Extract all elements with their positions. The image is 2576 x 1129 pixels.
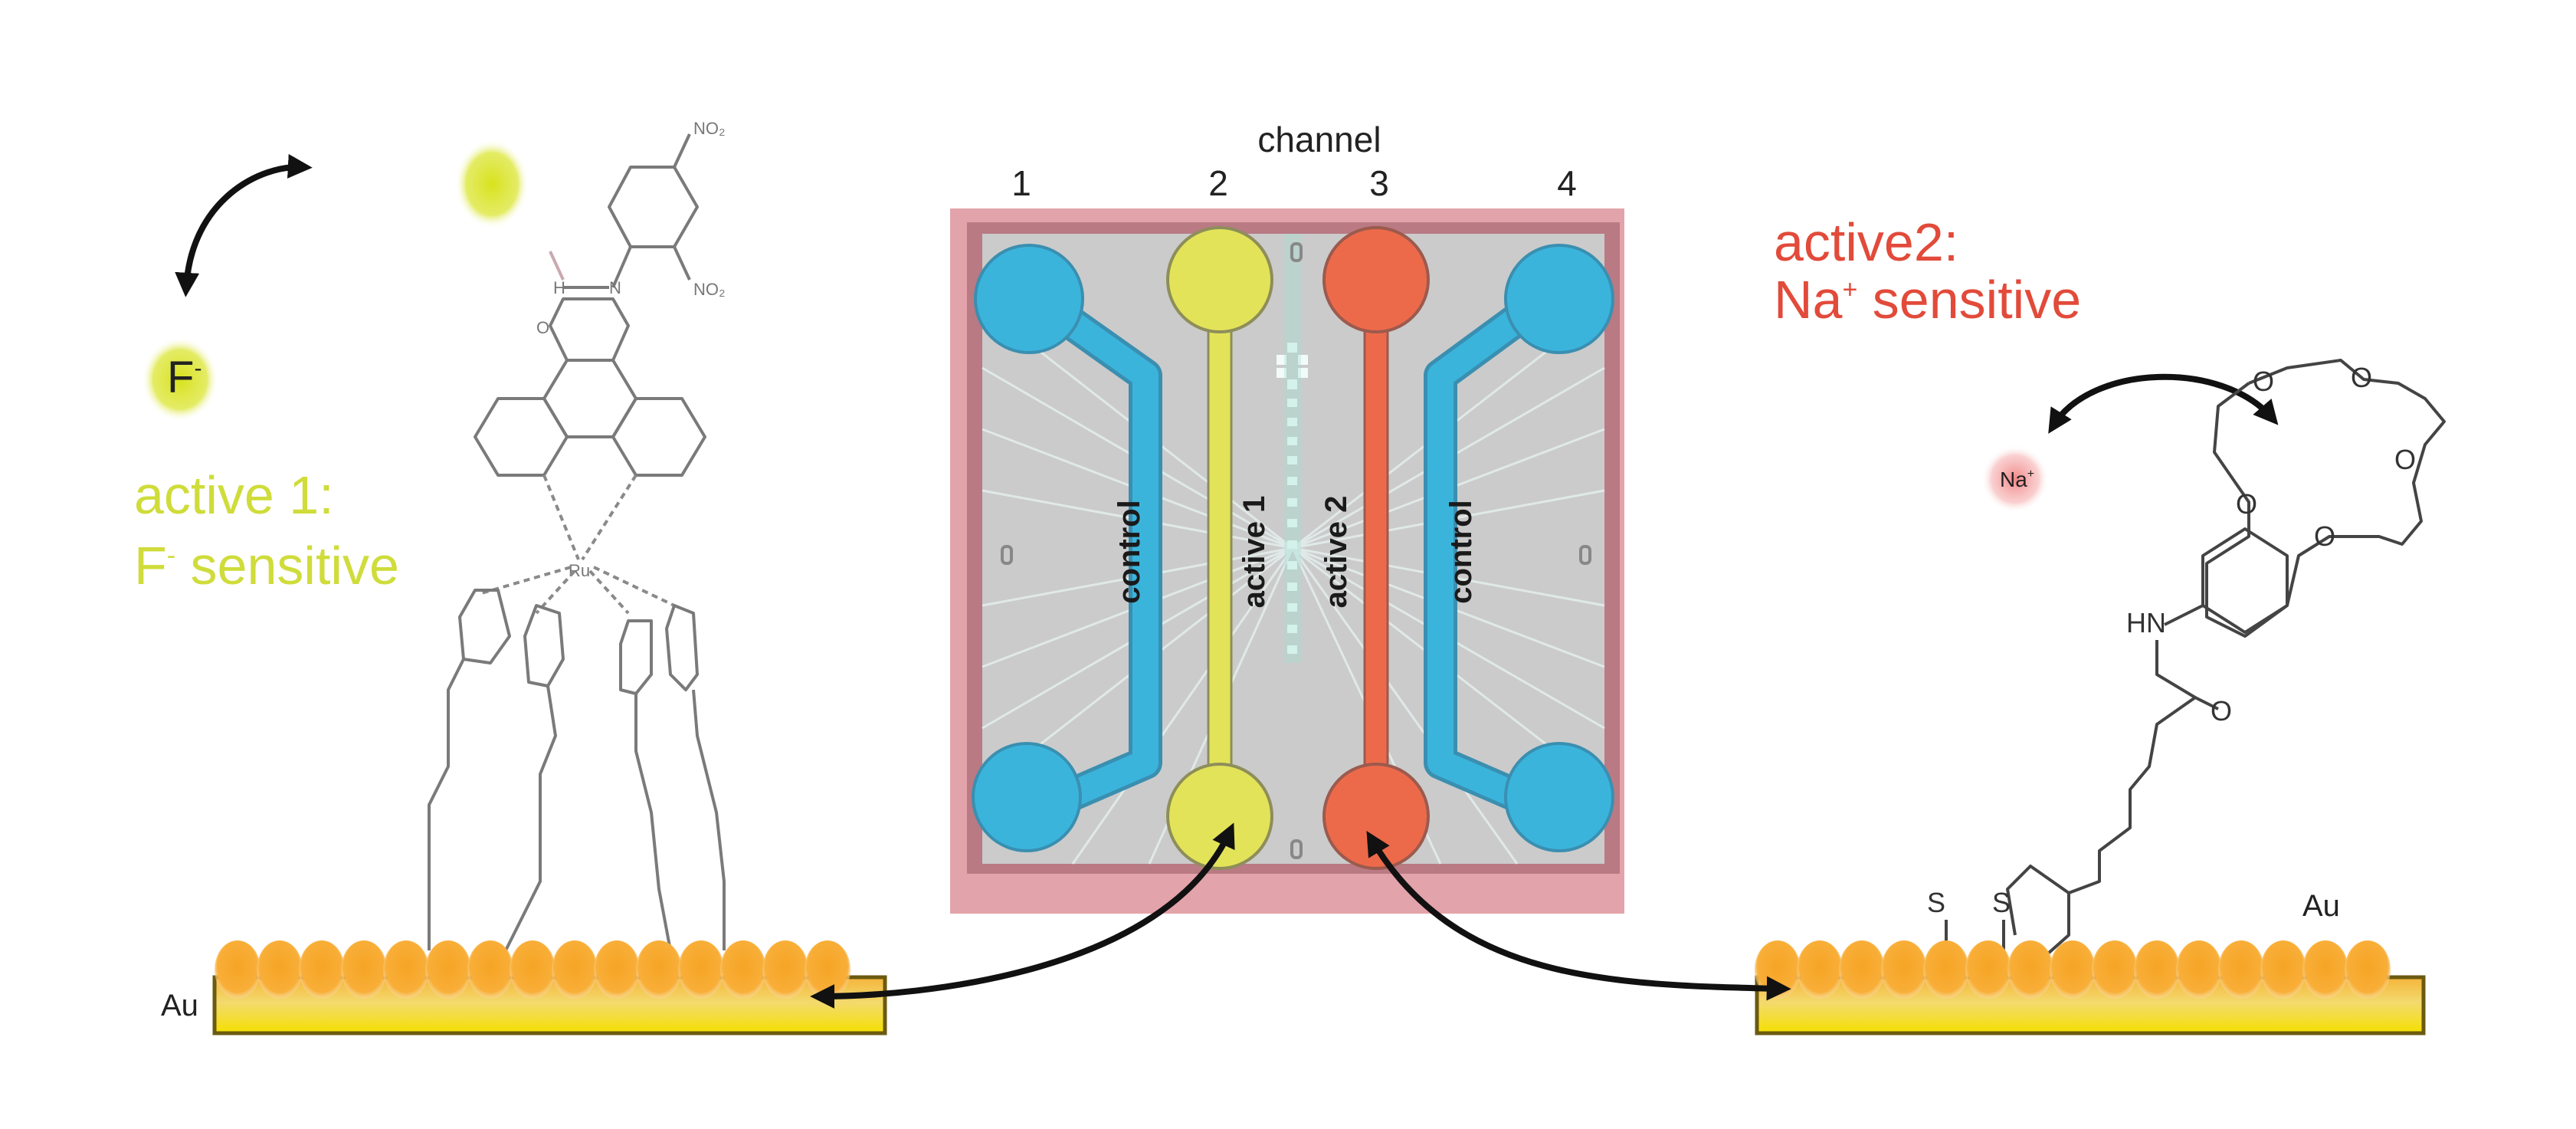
au-label-right: Au <box>2302 889 2340 923</box>
fluoride-ion-glow <box>142 337 218 422</box>
gold-substrate-right: Au <box>1755 889 2426 1035</box>
gold-bead <box>2050 940 2096 999</box>
alignment-mark-left <box>1001 545 1013 565</box>
channel-2-inlet[interactable] <box>1166 226 1273 333</box>
center-trace <box>1284 234 1301 663</box>
active2-title: active2: <box>1774 212 1958 272</box>
channel-4-outlet[interactable] <box>1504 742 1614 852</box>
gold-bead <box>2176 940 2222 999</box>
gold-substrate-left: Au <box>161 940 887 1035</box>
gold-bead <box>510 940 556 999</box>
carbonyl-o-label: O <box>2211 695 2232 727</box>
active2-subtitle: Na+ sensitive <box>1774 270 2081 330</box>
gold-bead <box>720 940 766 999</box>
channel-1-inlet[interactable] <box>974 244 1084 354</box>
nitrogen-label: N <box>609 278 621 297</box>
oxygen-label: O <box>536 318 549 337</box>
channel-3-inlet[interactable] <box>1322 226 1430 333</box>
nitro-label-top: NO₂ <box>693 119 726 138</box>
gold-beads-right <box>1755 940 2391 999</box>
alignment-mark-top <box>1290 242 1303 262</box>
ruthenium-label: Ru <box>569 561 590 580</box>
gold-bead <box>2218 940 2264 999</box>
channel-header: channel 1 2 3 4 <box>1011 120 1577 203</box>
gold-bead <box>2092 940 2138 999</box>
crown-o-1: O <box>2253 366 2274 397</box>
alignment-mark-right <box>1579 545 1591 565</box>
gold-bead <box>1923 940 1969 999</box>
gold-bead <box>383 940 429 999</box>
channel-number-4: 4 <box>1557 163 1577 203</box>
gold-bead <box>215 940 261 999</box>
gold-bead <box>552 940 598 999</box>
channel-3-outlet[interactable] <box>1322 763 1430 870</box>
amide-nh-label: HN <box>2126 607 2166 638</box>
active1-subtitle: F- sensitive <box>134 536 399 596</box>
gold-bead <box>2260 940 2306 999</box>
alignment-mark-bottom <box>1290 839 1303 859</box>
channel-4-control[interactable] <box>1424 244 1614 852</box>
active1-title: active 1: <box>134 465 334 525</box>
nitro-label-bottom: NO₂ <box>693 280 726 299</box>
channel-title: channel <box>1257 120 1381 159</box>
gold-bead <box>1797 940 1843 999</box>
microfluidic-chip: control active 1 active 2 control <box>950 208 1624 914</box>
gold-beads-left <box>215 940 850 999</box>
gold-bead <box>1839 940 1885 999</box>
gold-bead <box>299 940 345 999</box>
channel-1-outlet[interactable] <box>972 742 1082 852</box>
hydrogen-label: H <box>553 278 565 297</box>
au-label-left: Au <box>161 989 198 1022</box>
gold-bead <box>678 940 724 999</box>
arrow-active2-to-gold <box>1366 831 1791 1001</box>
gold-bead <box>425 940 471 999</box>
gold-bead <box>2007 940 2053 999</box>
crown-o-2: O <box>2351 362 2372 393</box>
chip-label-active2: active 2 <box>1319 496 1353 609</box>
sodium-ion-glow <box>1981 445 2049 513</box>
exchange-arrow-left <box>175 153 313 297</box>
gold-bead <box>257 940 303 999</box>
chip-label-control-left: control <box>1113 500 1146 604</box>
crown-o-4: O <box>2314 520 2335 552</box>
channel-2-active1[interactable] <box>1166 226 1273 870</box>
gold-bead <box>2134 940 2180 999</box>
sulfur-label-1: S <box>1927 887 1945 918</box>
center-electrode-dots <box>1277 343 1308 654</box>
right-panel: active2: Na+ sensitive Na+ O O O O O HN … <box>1755 212 2446 1035</box>
channel-4-inlet[interactable] <box>1504 244 1614 354</box>
gold-bead <box>2302 940 2348 999</box>
fluoride-ion-label: F- <box>167 353 202 402</box>
sulfur-label-2: S <box>1992 887 2011 918</box>
gold-bead <box>1881 940 1927 999</box>
gold-bead <box>636 940 682 999</box>
arrow-active1-to-gold <box>810 822 1235 1009</box>
channel-3-active2[interactable] <box>1322 226 1430 870</box>
channel-number-1: 1 <box>1011 163 1031 203</box>
crown-o-5: O <box>2236 488 2257 520</box>
fluoride-glow-free <box>455 139 529 228</box>
channel-number-3: 3 <box>1369 163 1389 203</box>
sodium-ion-label: Na+ <box>2000 468 2034 491</box>
crown-o-3: O <box>2394 444 2416 475</box>
chip-label-active1: active 1 <box>1237 496 1271 609</box>
gold-bead <box>341 940 387 999</box>
crown-ether-molecule: O O O O O HN O S S <box>1927 359 2446 967</box>
gold-bead <box>467 940 513 999</box>
gold-bead <box>1965 940 2011 999</box>
gold-bead <box>594 940 640 999</box>
ru-complex-molecule: NO₂ NO₂ H N O Ru <box>428 119 726 951</box>
gold-bead <box>762 940 808 999</box>
channel-number-2: 2 <box>1208 163 1228 203</box>
gold-bead <box>2345 940 2391 999</box>
exchange-arrow-right <box>2048 373 2279 434</box>
gold-bead <box>805 940 850 999</box>
left-panel: F- active 1: F- sensitive NO₂ NO₂ H N O <box>134 119 887 1035</box>
chip-label-control-right: control <box>1444 500 1478 604</box>
